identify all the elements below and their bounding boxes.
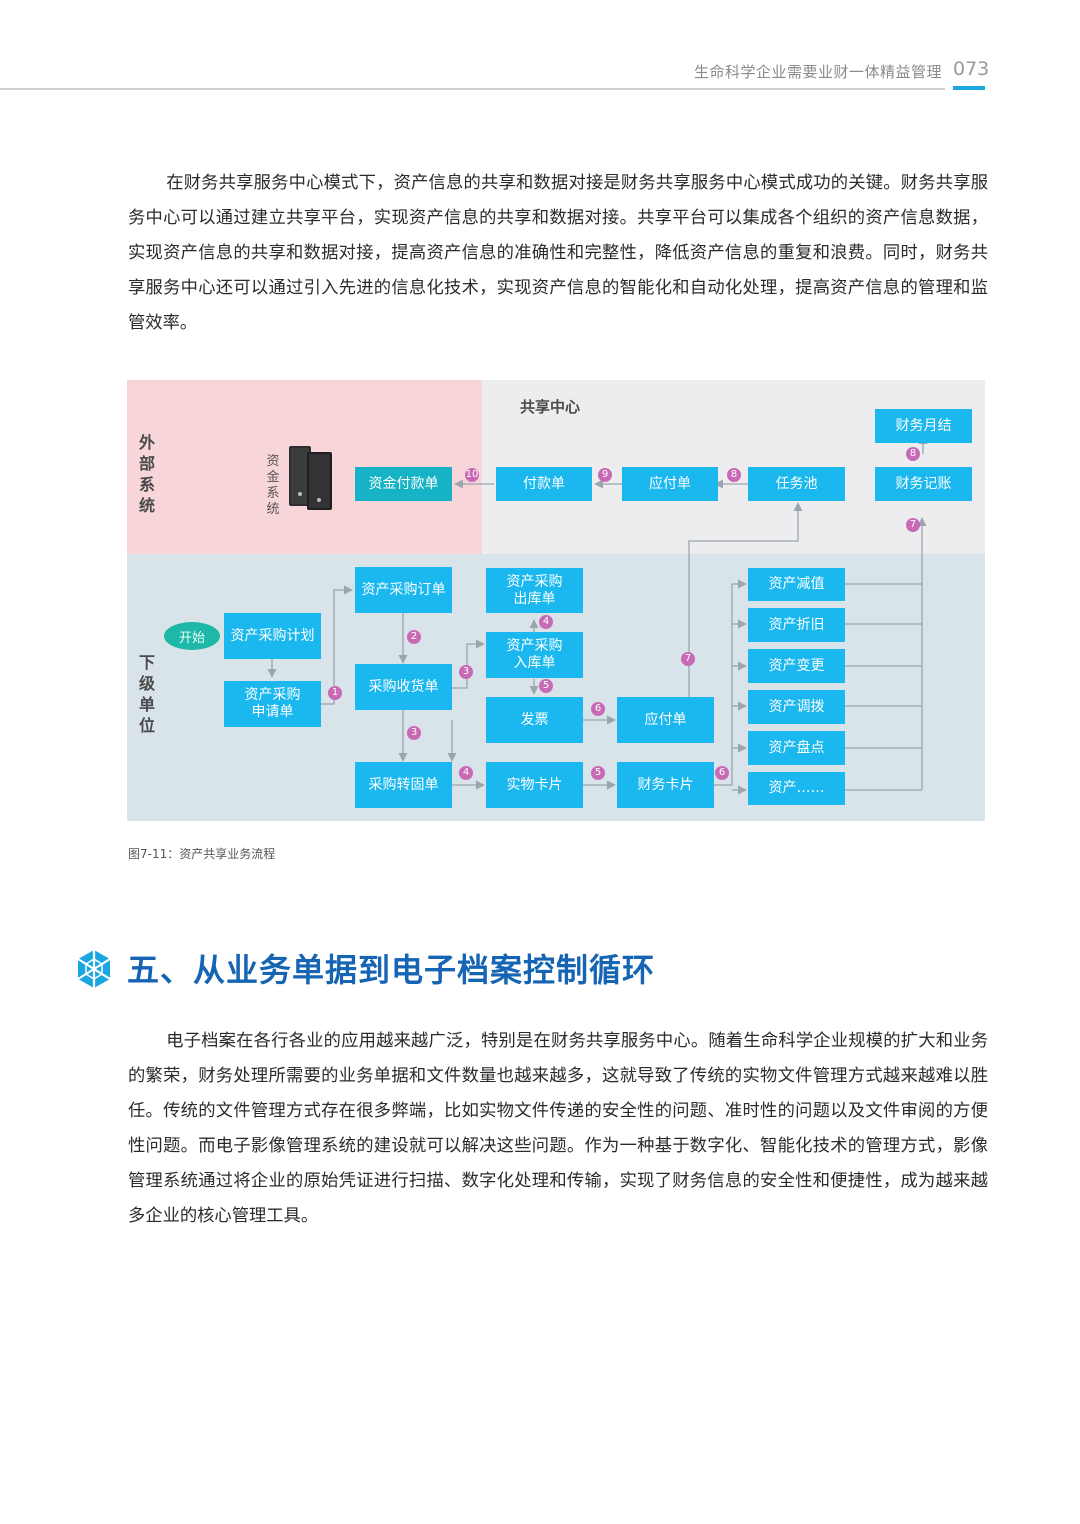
box-invoice: 发票	[486, 697, 583, 743]
step-marker: 3	[407, 726, 421, 740]
box-inbound: 资产采购入库单	[486, 632, 583, 678]
step-marker: 9	[598, 468, 612, 482]
step-marker: 5	[539, 679, 553, 693]
step-marker: 7	[681, 652, 695, 666]
hexagon-cube-icon	[77, 950, 111, 988]
box-transfer-fixed: 采购转固单	[355, 762, 452, 808]
running-header-title: 生命科学企业需要业财一体精益管理	[694, 63, 943, 81]
step-marker: 7	[906, 518, 920, 532]
box-change: 资产变更	[748, 649, 845, 683]
step-marker: 6	[715, 766, 729, 780]
step-marker: 8	[727, 468, 741, 482]
box-fund-payment: 资金付款单	[355, 467, 452, 501]
box-receiving: 采购收货单	[355, 664, 452, 710]
step-marker: 4	[459, 766, 473, 780]
box-purchase-order: 资产采购订单	[355, 567, 452, 613]
flow-connectors	[267, 435, 928, 795]
box-depreciation: 资产折旧	[748, 608, 845, 642]
header-accent-bar	[953, 86, 985, 90]
step-marker: 6	[591, 702, 605, 716]
fund-system-label: 资金系统	[266, 454, 280, 517]
step-marker: 5	[591, 766, 605, 780]
box-purchase-plan: 资产采购计划	[224, 613, 321, 659]
body-paragraph-1-text: 在财务共享服务中心模式下，资产信息的共享和数据对接是财务共享服务中心模式成功的关…	[128, 173, 988, 333]
zone-label-lower: 下级单位	[138, 653, 155, 735]
asset-sharing-flow-diagram: 外部系统 共享中心 下级单位 资金系统	[127, 380, 985, 821]
box-allocation: 资产调拨	[748, 690, 845, 724]
step-marker: 4	[539, 615, 553, 629]
box-payable-mid: 应付单	[617, 697, 714, 743]
box-more: 资产……	[748, 772, 845, 805]
box-impairment: 资产减值	[748, 568, 845, 601]
figure-caption: 图7-11：资产共享业务流程	[128, 847, 276, 861]
step-marker: 1	[328, 686, 342, 700]
page-number: 073	[953, 58, 990, 80]
server-icon	[289, 446, 332, 510]
section-heading: 五、从业务单据到电子档案控制循环	[127, 951, 656, 989]
start-oval: 开始	[164, 622, 220, 650]
step-marker: 2	[407, 630, 421, 644]
step-marker: 3	[459, 665, 473, 679]
body-paragraph-1: 在财务共享服务中心模式下，资产信息的共享和数据对接是财务共享服务中心模式成功的关…	[128, 166, 988, 341]
step-marker: 10	[465, 468, 479, 482]
zone-label-external: 外部系统	[138, 433, 155, 515]
box-monthly-close: 财务月结	[875, 409, 972, 443]
zone-label-shared: 共享中心	[520, 398, 581, 416]
box-task-pool: 任务池	[748, 467, 845, 501]
body-paragraph-2-text: 电子档案在各行各业的应用越来越广泛，特别是在财务共享服务中心。随着生命科学企业规…	[128, 1031, 988, 1226]
box-bookkeeping: 财务记账	[875, 467, 972, 501]
header-rule	[0, 88, 945, 90]
box-inventory: 资产盘点	[748, 731, 845, 765]
box-physical-card: 实物卡片	[486, 762, 583, 808]
box-payable-top: 应付单	[622, 467, 718, 501]
box-finance-card: 财务卡片	[617, 762, 714, 808]
box-payment: 付款单	[496, 467, 592, 501]
box-outbound: 资产采购出库单	[486, 568, 583, 613]
body-paragraph-2: 电子档案在各行各业的应用越来越广泛，特别是在财务共享服务中心。随着生命科学企业规…	[128, 1024, 988, 1234]
box-purchase-request: 资产采购申请单	[224, 681, 321, 727]
step-marker: 8	[906, 447, 920, 461]
